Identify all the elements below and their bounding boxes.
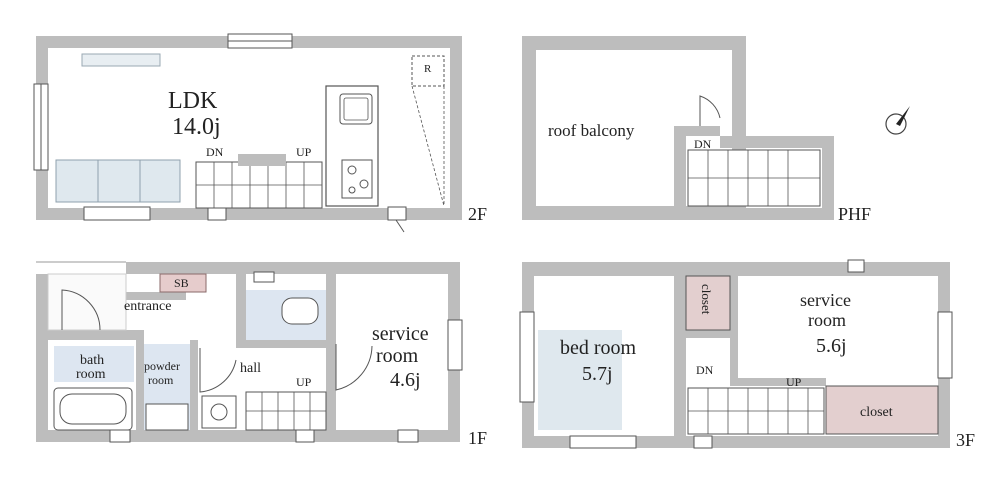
washing-machine [201,395,237,429]
service-1f-size: 4.6j [390,369,421,391]
toilet [281,297,319,325]
stair-3f-dn: DN [696,363,714,377]
stair-phf-dn: DN [694,137,712,151]
entrance-floor [47,273,127,331]
stair-1f-up: UP [296,375,312,389]
service-1f-line2: room [376,345,419,367]
floor-label-3f: 3F [956,430,975,450]
floor-label-1f: 1F [468,428,487,448]
window-2f-bottom [83,206,151,221]
entrance-door [61,289,101,331]
closet-large [825,385,939,435]
bed-room-name: bed room [560,337,637,359]
floor-label-2f: 2F [468,204,487,224]
refrigerator [411,55,445,87]
bathtub [53,387,133,431]
ldk-name: LDK [168,88,218,114]
closet-large-label: closet [860,405,893,420]
bath-label-1: bath [80,353,104,368]
floor-3f: closet closet DN UP bed room 5.7j servic… [519,259,975,450]
shelf-2f [81,53,161,67]
sofa-2f [55,159,181,203]
floor-label-phf: PHF [838,204,871,224]
hall-label: hall [240,361,261,376]
entrance-label: entrance [124,299,171,314]
refrigerator-label: R [424,63,432,75]
service-1f-line1: service [372,323,429,345]
sb-box [159,273,207,293]
roof-balcony-label: roof balcony [548,121,635,140]
floor-1f: entrance SB bath room powder room hall U… [36,261,487,448]
powder-label-1: powder [144,359,180,373]
service-3f-line1: service [800,290,851,310]
stair-3f-up: UP [786,375,802,389]
stove [341,159,373,199]
stair-2f-up: UP [296,145,312,159]
closet-small-label: closet [699,284,714,315]
sink [339,93,373,125]
service-3f-size: 5.6j [816,335,847,357]
bed [538,330,622,430]
floor-phf: DN roof balcony PHF [522,36,910,224]
ldk-size: 14.0j [172,114,221,140]
bath-area [54,346,134,382]
bed-room-size: 5.7j [582,363,613,385]
stair-2f-dn: DN [206,145,224,159]
north-arrow-icon [885,106,910,135]
wall-phf-stair [674,126,834,220]
powder-label-2: room [148,373,174,387]
floor-2f: R DN UP LDK 14.0j 2F [33,33,487,233]
door-phf [699,95,721,126]
service-3f-line2: room [808,310,846,330]
closet-small [685,275,731,331]
sb-label: SB [174,276,189,290]
washbasin [145,403,189,431]
bath-label-2: room [76,367,106,382]
